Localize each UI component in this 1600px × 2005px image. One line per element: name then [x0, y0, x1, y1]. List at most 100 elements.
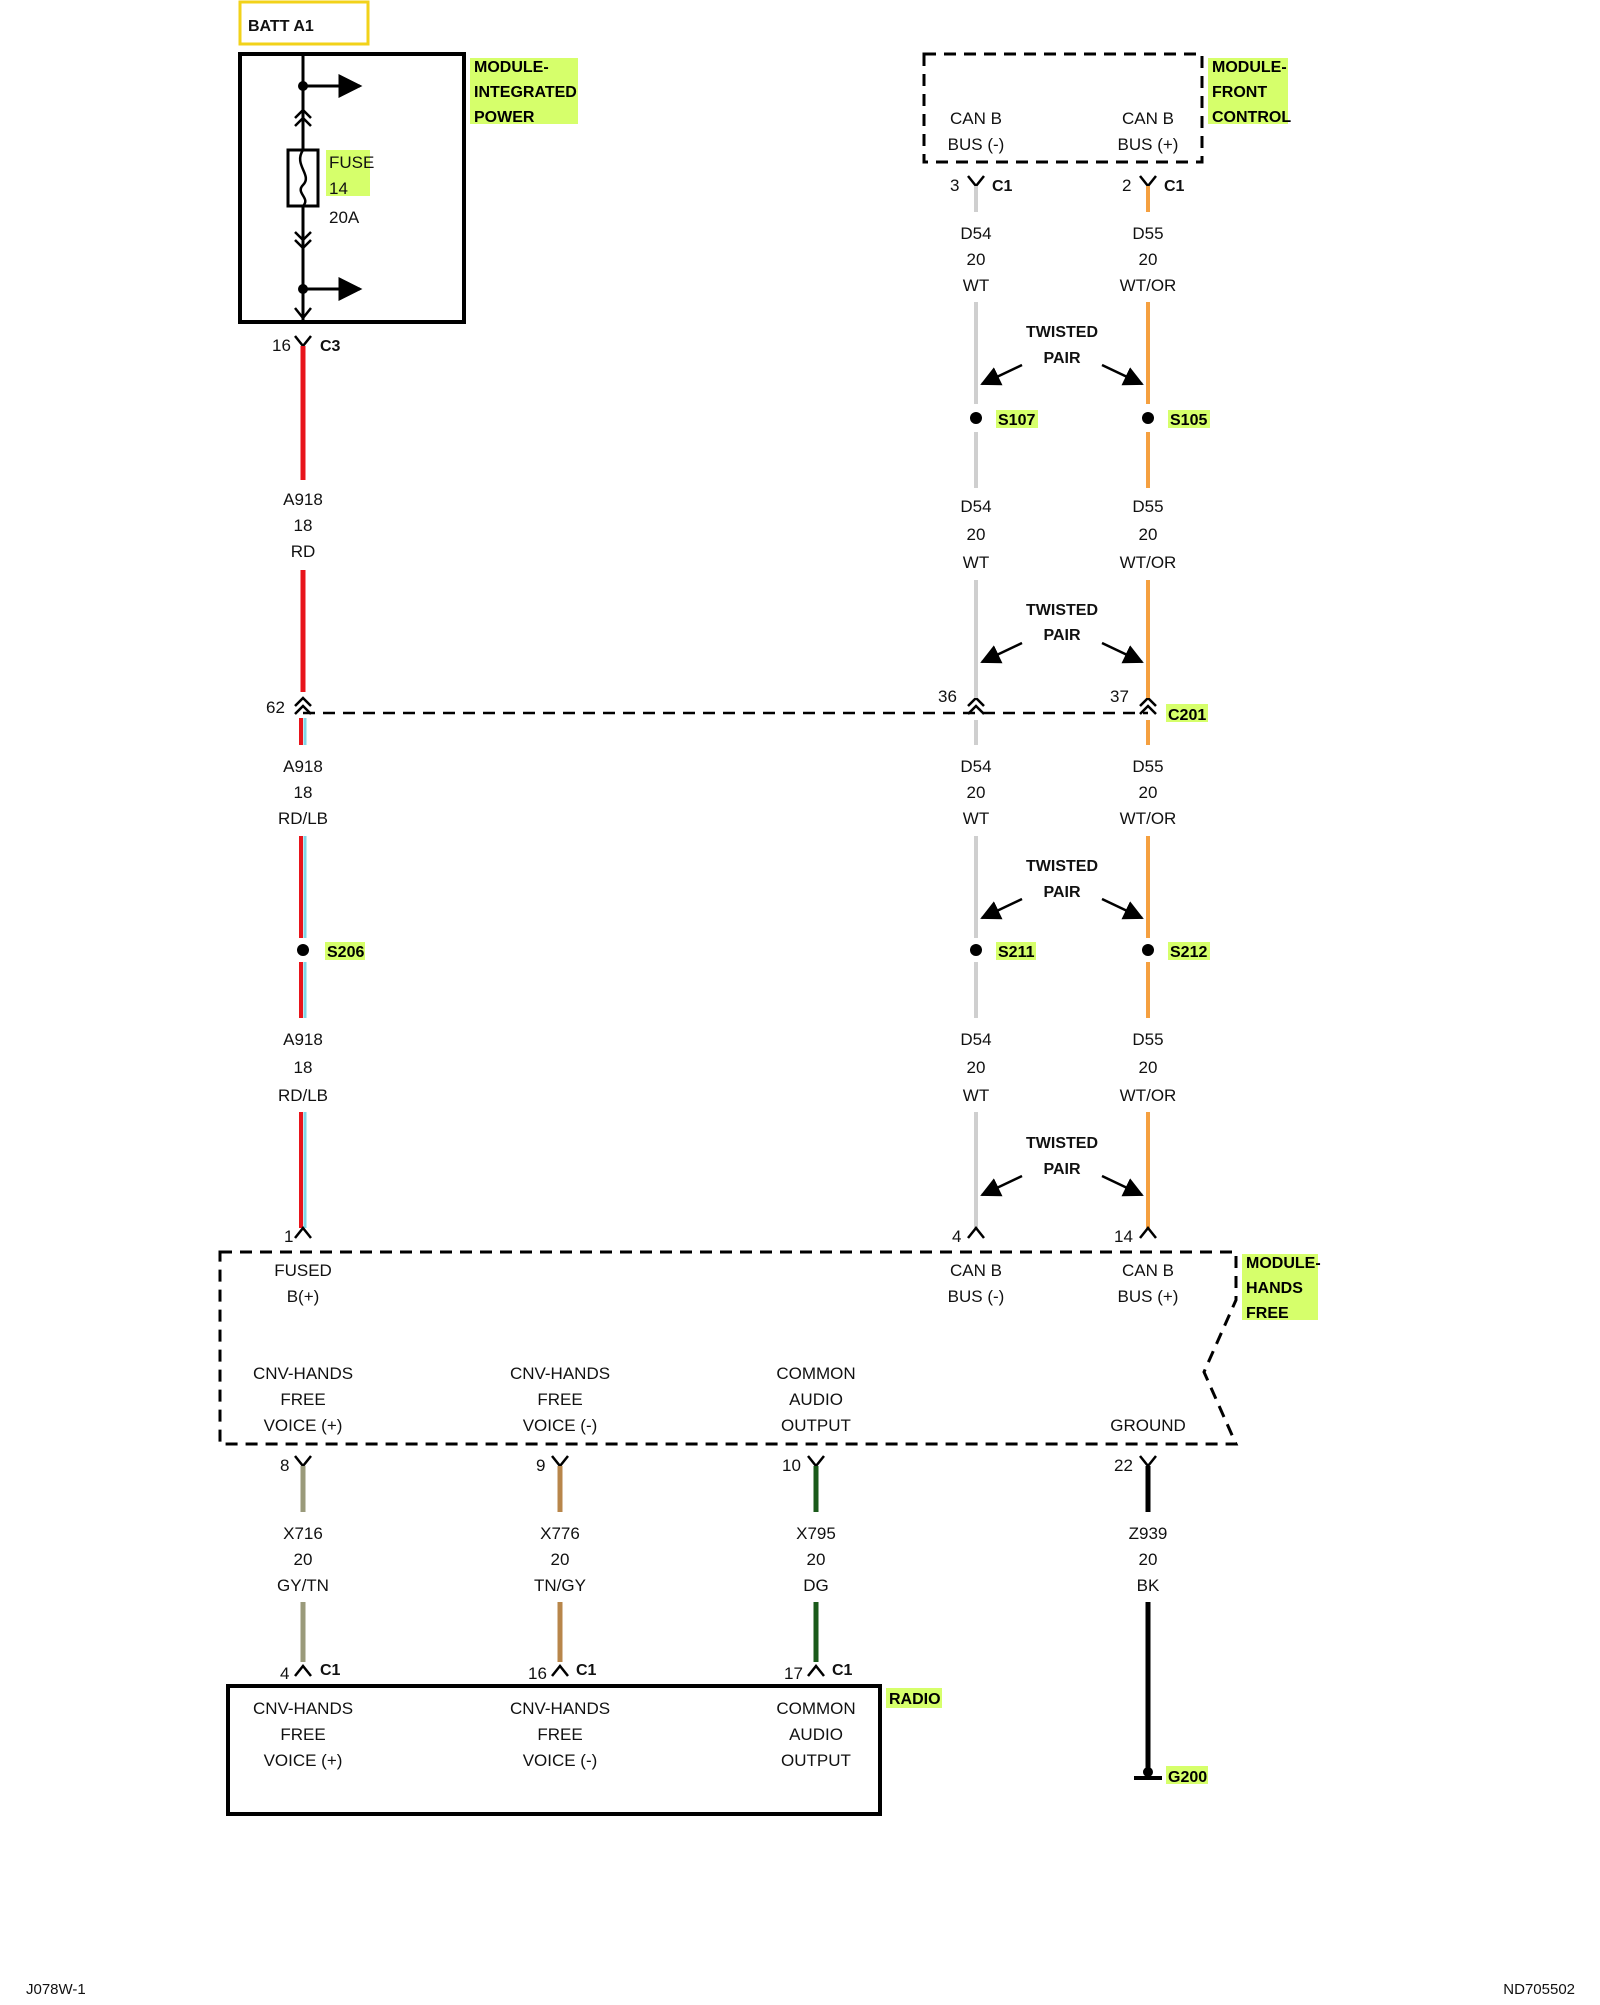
svg-text:C3: C3	[320, 338, 341, 355]
svg-text:62: 62	[266, 698, 285, 717]
fuse-icon	[286, 148, 320, 208]
splice-labels: S107 S105 S211 S212	[996, 410, 1210, 961]
svg-text:14: 14	[329, 179, 348, 198]
svg-text:D55: D55	[1132, 757, 1163, 776]
wire-d54: D54 20 WT D54 20 WT D54 20 WT D54 20 WT	[960, 186, 992, 1228]
svg-text:C1: C1	[320, 1662, 341, 1679]
svg-text:WT: WT	[963, 553, 989, 572]
svg-text:PAIR: PAIR	[1043, 1161, 1080, 1178]
connector-c201: 62 36 37 C201	[266, 687, 1208, 724]
svg-text:9: 9	[536, 1456, 545, 1475]
module-front-control: MODULE- FRONT CONTROL CAN B BUS (-) CAN …	[922, 52, 1291, 195]
svg-text:WT/OR: WT/OR	[1120, 1086, 1177, 1105]
svg-text:20: 20	[1139, 1550, 1158, 1569]
svg-text:INTEGRATED: INTEGRATED	[474, 84, 577, 101]
svg-text:CONTROL: CONTROL	[1212, 109, 1291, 126]
svg-text:FREE: FREE	[280, 1390, 325, 1409]
svg-text:C1: C1	[832, 1662, 853, 1679]
svg-text:16: 16	[528, 1664, 547, 1683]
svg-text:WT/OR: WT/OR	[1120, 809, 1177, 828]
svg-text:X716: X716	[283, 1524, 323, 1543]
svg-text:S105: S105	[1170, 412, 1207, 429]
wire-x795: X795 20 DG	[796, 1466, 836, 1662]
svg-text:C1: C1	[576, 1662, 597, 1679]
svg-text:A918: A918	[283, 757, 323, 776]
wire-z939: Z939 20 BK	[1129, 1466, 1168, 1768]
svg-text:X776: X776	[540, 1524, 580, 1543]
svg-text:WT: WT	[963, 809, 989, 828]
svg-text:BUS (-): BUS (-)	[948, 1287, 1005, 1306]
svg-text:BK: BK	[1137, 1576, 1160, 1595]
svg-text:18: 18	[294, 1058, 313, 1077]
twisted-pair-1: TWISTED PAIR	[980, 324, 1144, 386]
svg-text:22: 22	[1114, 1456, 1133, 1475]
svg-text:WT: WT	[963, 276, 989, 295]
svg-text:D54: D54	[960, 757, 991, 776]
svg-text:DG: DG	[803, 1576, 829, 1595]
svg-text:20: 20	[1139, 783, 1158, 802]
svg-text:20: 20	[807, 1550, 826, 1569]
svg-text:CNV-HANDS: CNV-HANDS	[253, 1364, 353, 1383]
svg-text:S107: S107	[998, 412, 1035, 429]
svg-text:D55: D55	[1132, 224, 1163, 243]
svg-text:3: 3	[950, 176, 959, 195]
svg-text:X795: X795	[796, 1524, 836, 1543]
svg-text:COMMON: COMMON	[776, 1364, 855, 1383]
radio-connectors: 4 C1 16 C1 17 C1	[280, 1662, 853, 1683]
svg-text:FREE: FREE	[280, 1725, 325, 1744]
svg-text:CAN B: CAN B	[1122, 109, 1174, 128]
module-integrated-power: MODULE- INTEGRATED POWER FUSE 14 20A	[238, 52, 578, 324]
svg-text:MODULE-: MODULE-	[1212, 59, 1287, 76]
svg-text:POWER: POWER	[474, 109, 535, 126]
svg-text:36: 36	[938, 687, 957, 706]
svg-text:CNV-HANDS: CNV-HANDS	[253, 1699, 353, 1718]
svg-text:WT/OR: WT/OR	[1120, 276, 1177, 295]
svg-text:RD: RD	[291, 542, 316, 561]
svg-text:WT/OR: WT/OR	[1120, 553, 1177, 572]
svg-text:PAIR: PAIR	[1043, 884, 1080, 901]
svg-text:BUS (-): BUS (-)	[948, 135, 1005, 154]
splice-dot	[297, 944, 309, 956]
svg-text:D55: D55	[1132, 1030, 1163, 1049]
wire-x776: X776 20 TN/GY	[534, 1466, 586, 1662]
svg-text:C201: C201	[1168, 707, 1206, 724]
svg-text:TWISTED: TWISTED	[1026, 1135, 1098, 1152]
svg-text:FUSE: FUSE	[329, 153, 374, 172]
svg-text:G200: G200	[1168, 1769, 1207, 1786]
svg-text:COMMON: COMMON	[776, 1699, 855, 1718]
svg-text:10: 10	[782, 1456, 801, 1475]
wire-x716: X716 20 GY/TN	[277, 1466, 329, 1662]
svg-text:PAIR: PAIR	[1043, 350, 1080, 367]
svg-text:2: 2	[1122, 176, 1131, 195]
svg-text:MODULE-: MODULE-	[1246, 1255, 1321, 1272]
svg-text:PAIR: PAIR	[1043, 627, 1080, 644]
svg-text:C1: C1	[1164, 178, 1185, 195]
svg-text:C1: C1	[992, 178, 1013, 195]
svg-text:FREE: FREE	[537, 1725, 582, 1744]
svg-text:TWISTED: TWISTED	[1026, 324, 1098, 341]
module-hands-free: MODULE- HANDS FREE 1 4 14 FUSED B(+) CAN…	[218, 1225, 1321, 1475]
svg-text:A918: A918	[283, 490, 323, 509]
svg-text:20: 20	[1139, 250, 1158, 269]
svg-text:VOICE (+): VOICE (+)	[264, 1416, 343, 1435]
svg-text:D54: D54	[960, 1030, 991, 1049]
svg-text:4: 4	[280, 1664, 289, 1683]
svg-text:GY/TN: GY/TN	[277, 1576, 329, 1595]
svg-text:OUTPUT: OUTPUT	[781, 1751, 851, 1770]
svg-text:TWISTED: TWISTED	[1026, 602, 1098, 619]
ground-icon: G200	[1134, 1766, 1208, 1786]
svg-text:20: 20	[967, 1058, 986, 1077]
svg-text:20: 20	[967, 525, 986, 544]
svg-text:Z939: Z939	[1129, 1524, 1168, 1543]
wire-a918: A918 18 RD A918 18 RD/LB S206 A918 18 RD…	[278, 346, 365, 1228]
svg-text:CAN B: CAN B	[950, 109, 1002, 128]
svg-text:CNV-HANDS: CNV-HANDS	[510, 1364, 610, 1383]
svg-text:14: 14	[1114, 1227, 1133, 1246]
svg-text:S212: S212	[1170, 944, 1207, 961]
svg-text:AUDIO: AUDIO	[789, 1390, 843, 1409]
svg-text:CAN B: CAN B	[950, 1261, 1002, 1280]
svg-text:20: 20	[967, 783, 986, 802]
twisted-pair-3: TWISTED PAIR	[980, 858, 1144, 920]
svg-text:HANDS: HANDS	[1246, 1280, 1303, 1297]
